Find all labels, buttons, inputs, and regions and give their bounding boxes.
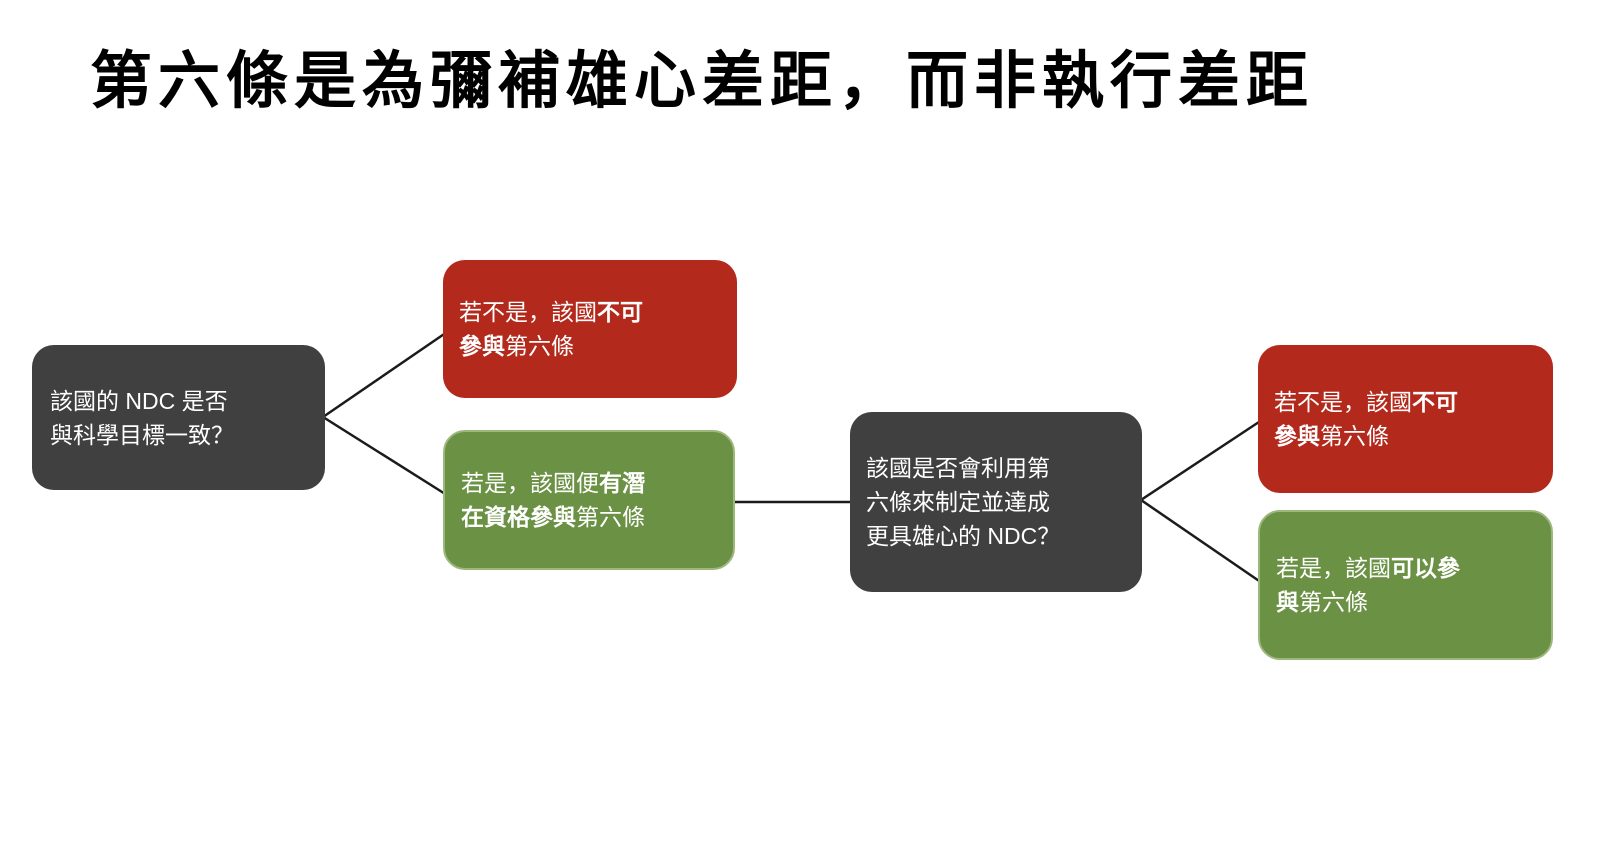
outcome-box-not-eligible-1: 若不是，該國不可 參與第六條 — [443, 260, 737, 398]
connector-q1-no1 — [322, 328, 451, 419]
connector-q2-no2 — [1140, 416, 1266, 502]
node-text: 若不是，該國不可 參與第六條 — [459, 299, 643, 359]
outcome-box-not-eligible-2: 若不是，該國不可 參與第六條 — [1258, 345, 1553, 493]
node-text: 該國的 NDC 是否 與科學目標一致？ — [50, 387, 234, 448]
node-text: 若是，該國便有潛 在資格參與第六條 — [461, 470, 645, 530]
outcome-box-may-participate: 若是，該國可以參 與第六條 — [1258, 510, 1553, 660]
connector-q2-yes2 — [1140, 498, 1266, 587]
question-box-ndc-science-alignment: 該國的 NDC 是否 與科學目標一致？ — [32, 345, 325, 490]
node-text: 若是，該國可以參 與第六條 — [1276, 555, 1460, 615]
connector-q1-yes1 — [322, 415, 451, 499]
node-text: 若不是，該國不可 參與第六條 — [1274, 389, 1458, 449]
question-box-use-article6-for-ndc: 該國是否會利用第 六條來制定並達成 更具雄心的 NDC？ — [850, 412, 1142, 592]
outcome-box-potentially-eligible: 若是，該國便有潛 在資格參與第六條 — [443, 430, 735, 570]
node-text: 該國是否會利用第 六條來制定並達成 更具雄心的 NDC？ — [866, 455, 1061, 549]
page-title: 第六條是為彌補雄心差距，而非執行差距 — [90, 47, 1315, 116]
